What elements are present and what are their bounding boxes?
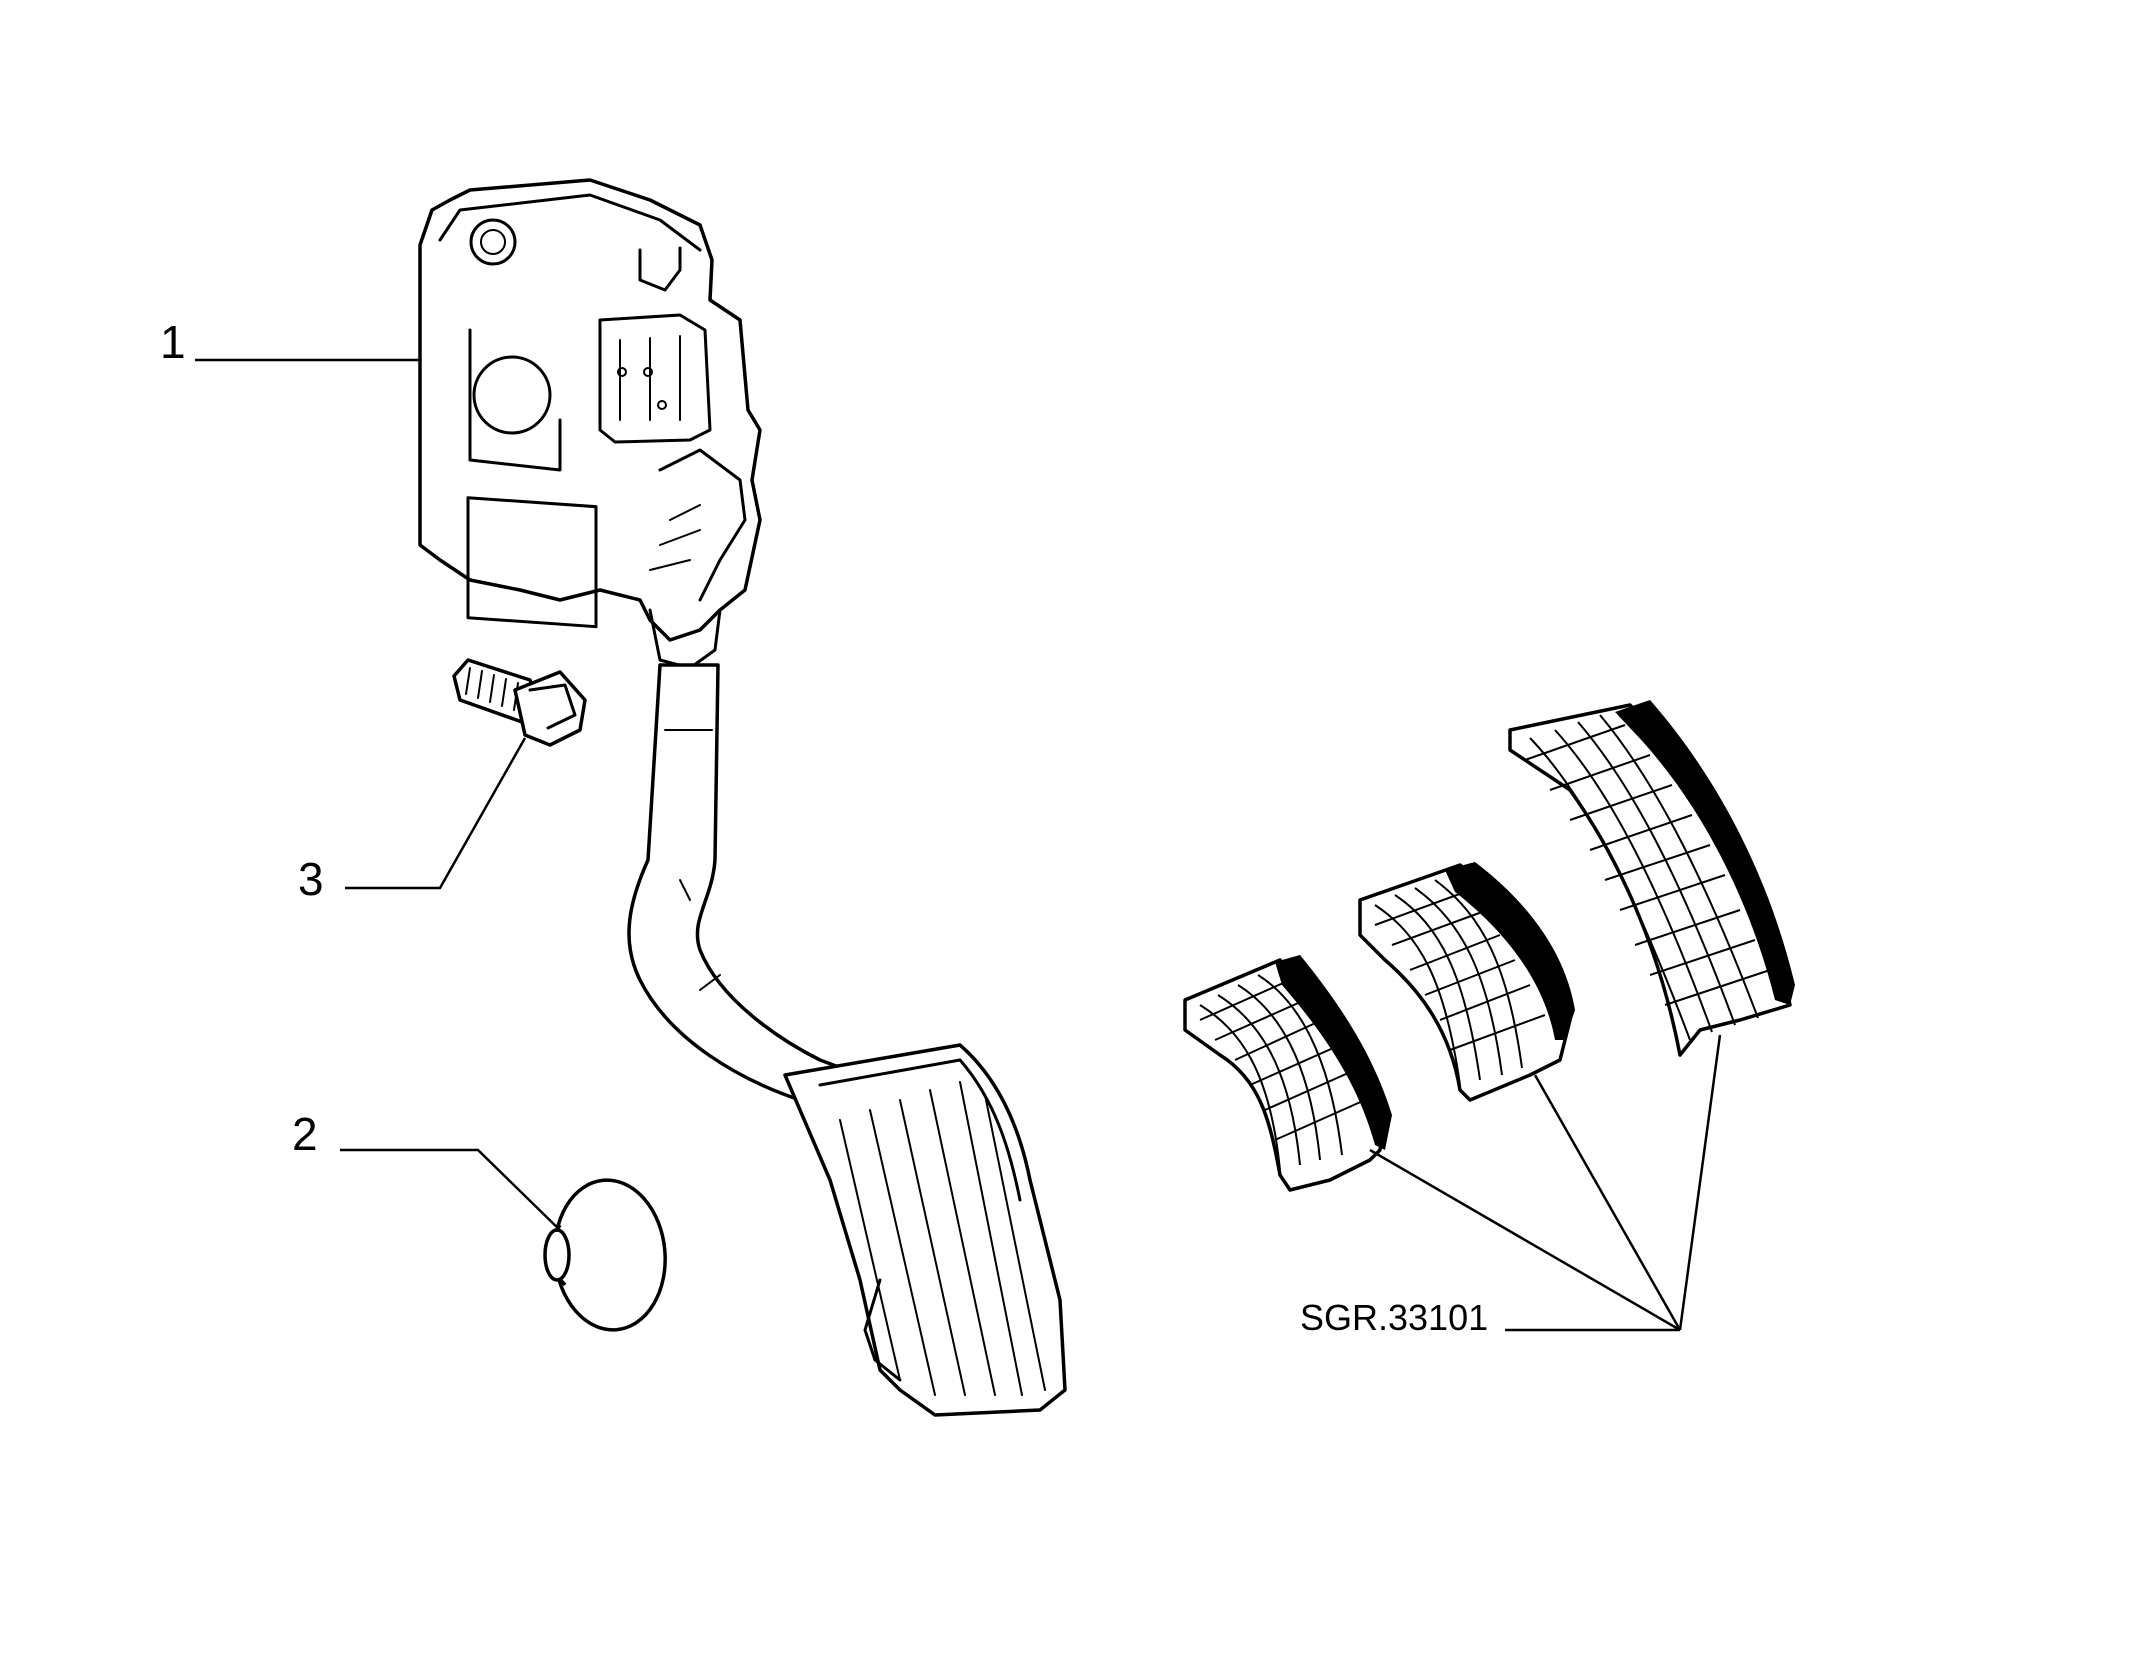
pedal-pad-small-icon <box>1183 955 1392 1192</box>
leader-2 <box>340 1148 566 1236</box>
reference-code-label: SGR.33101 <box>1300 1297 1488 1338</box>
callout-3-label: 3 <box>298 853 324 905</box>
accelerator-pedal-assembly-icon <box>418 178 1067 1417</box>
callout-1-label: 1 <box>160 316 186 368</box>
pedal-pad-large-icon <box>1508 700 1795 1057</box>
rubber-stop-cap-icon <box>543 1178 667 1332</box>
pedal-pad-medium-icon <box>1358 862 1575 1102</box>
leader-lines <box>195 358 1722 1332</box>
callout-2-label: 2 <box>292 1108 318 1160</box>
flange-bolt-icon <box>452 658 587 747</box>
leader-3 <box>345 737 527 890</box>
